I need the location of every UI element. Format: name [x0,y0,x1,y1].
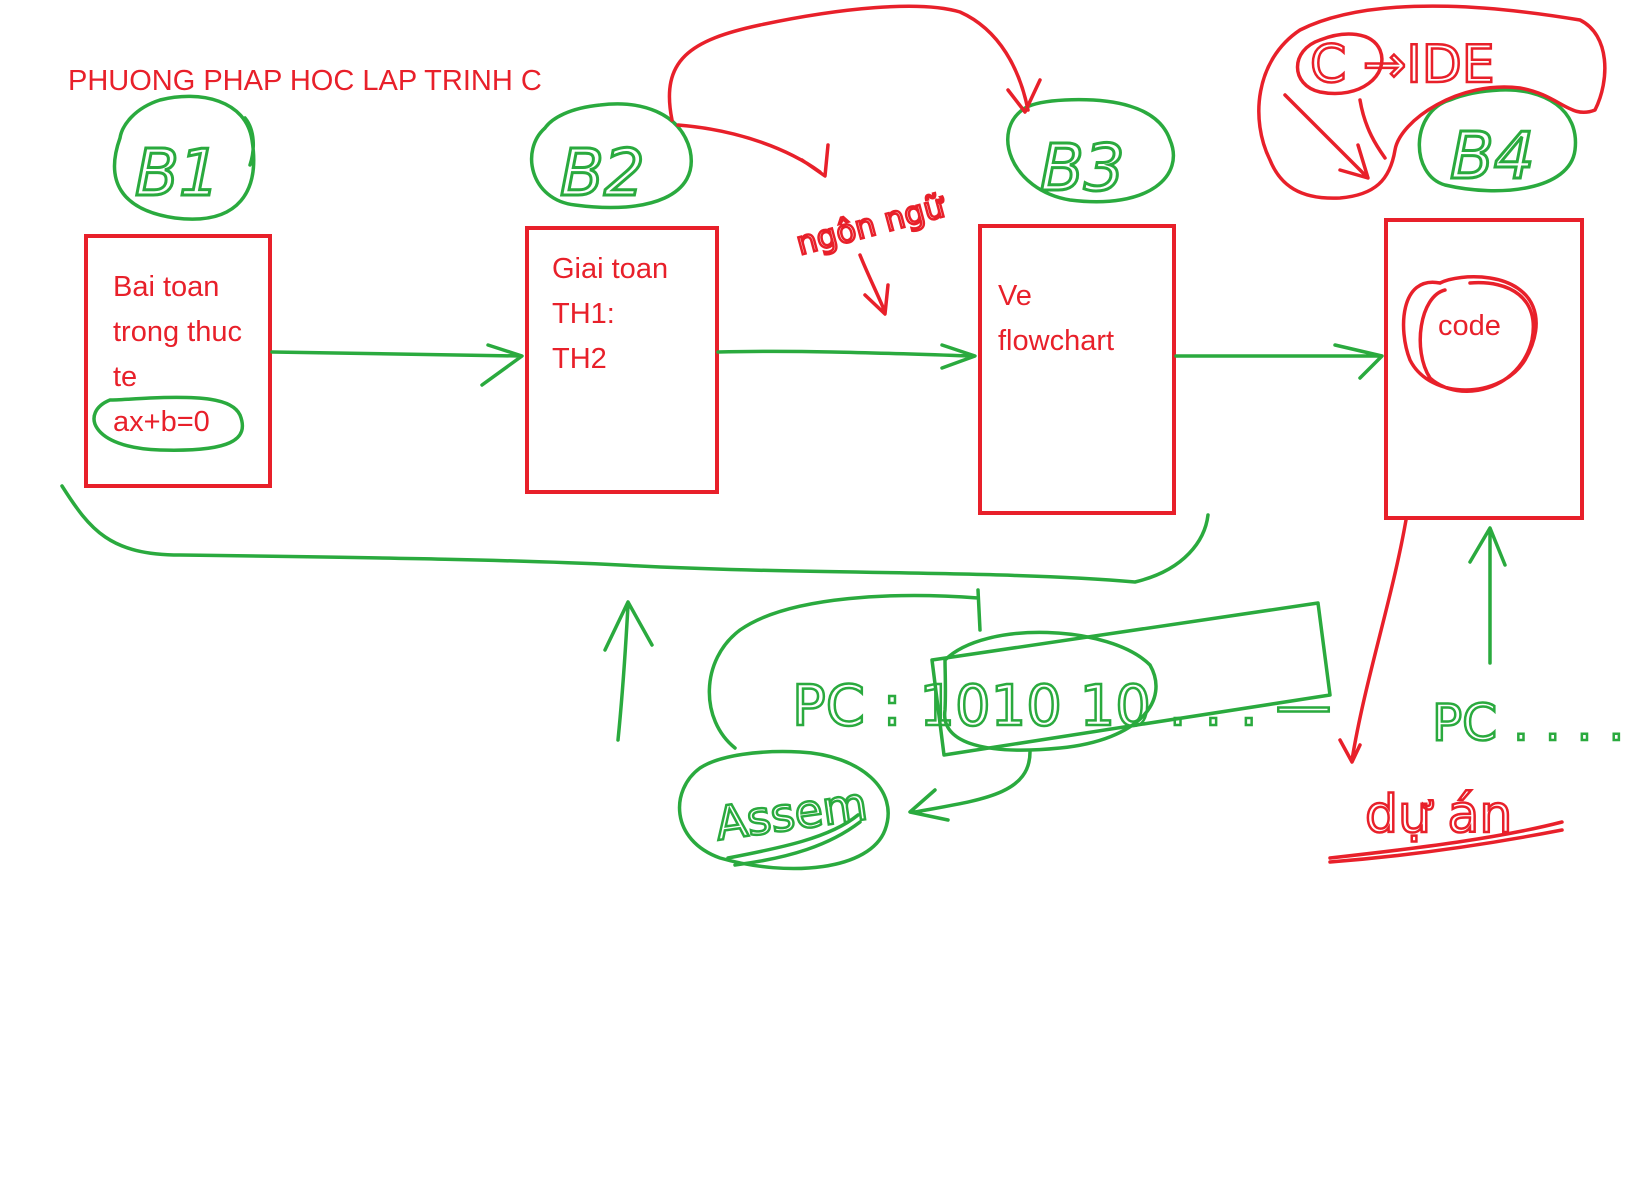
binary-frame [930,601,1332,757]
step-box-b3 [978,224,1176,515]
arrow-c-to-b4 [1283,93,1387,180]
step-label-b2: B2 [560,137,645,211]
arrow-b3-b4 [1174,343,1384,380]
label-ellipse-b2 [529,102,693,210]
pc-bottom-right-text: PC . . . . . [1432,694,1630,752]
step-b4-line-1: code [1438,310,1501,342]
step-b1-line-4: ax+b=0 [113,406,210,438]
language-text: ngôn ngữ [792,186,950,262]
step-b1-line-2: trong thuc [113,316,242,348]
step-b3-line-2: flowchart [998,325,1114,357]
step-b1-line-1: Bai toan [113,271,219,303]
up-arrow-left [603,600,654,742]
assem-underline [726,813,862,867]
label-ellipse-b4 [1417,88,1578,193]
pc-loop [707,588,982,750]
step-box-b4 [1384,218,1584,520]
step-label-b1: B1 [135,137,220,211]
c-ide-text: C →IDE [1310,35,1495,95]
binary-to-assem-arrow [908,750,1032,822]
c-circle [1295,32,1384,96]
binary-ellipse [943,630,1158,752]
arrow-b1-b2 [270,343,524,387]
down-arrow-b4 [1338,518,1408,764]
assem-ellipse [677,749,890,871]
step-label-b4: B4 [1450,120,1535,194]
step-b2-line-2: TH1: [552,298,615,330]
feedback-curve [60,484,1210,584]
diagram-title: PHUONG PHAP HOC LAP TRINH C [68,65,542,97]
step-label-b3: B3 [1040,132,1125,206]
arrow-b2-to-language [676,123,830,178]
up-arrow-right [1468,526,1507,665]
step-box-b2 [525,226,719,494]
step-b1-line-3: te [113,361,137,393]
du-an-text: dự án [1365,785,1512,845]
arrow-b2-b3 [716,343,977,370]
du-an-underline [1328,820,1564,864]
pc-binary-text: PC : 1010 10 . . . — [792,674,1332,739]
code-circle [1401,275,1538,393]
formula-ellipse [92,395,245,452]
assem-text: Assem [712,776,871,851]
top-right-blob [1257,4,1607,200]
step-b3-line-1: Ve [998,280,1032,312]
step-b2-line-1: Giai toan [552,253,668,285]
label-ellipse-b1 [112,94,256,221]
curve-b2-b3 [667,4,1042,122]
step-box-b1 [84,234,272,488]
step-b2-line-3: TH2 [552,343,607,375]
arrow-language-down [858,253,890,316]
label-ellipse-b3 [1006,97,1176,204]
